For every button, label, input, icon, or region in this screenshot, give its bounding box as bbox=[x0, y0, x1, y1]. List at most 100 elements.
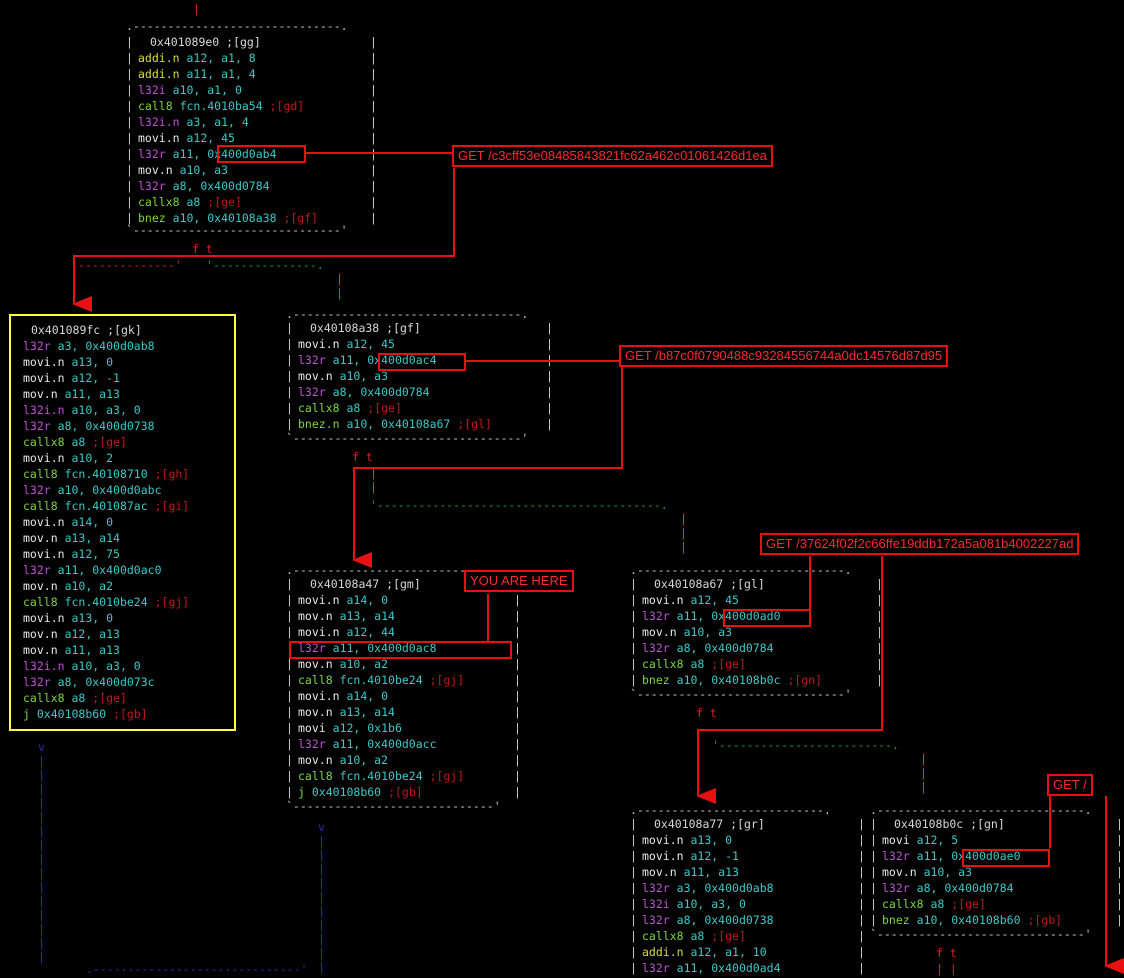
instruction-line[interactable]: call8 fcn.40108710 ;[gh] bbox=[23, 466, 189, 482]
instruction-line[interactable]: movi.n a10, 2 bbox=[23, 450, 113, 466]
graph-node-gl[interactable]: .------------------------------. `------… bbox=[630, 562, 883, 704]
instruction-line[interactable]: mov.n a10, a3 bbox=[138, 162, 228, 178]
instruction-line[interactable]: call8 fcn.4010be24 ;[gj] bbox=[23, 594, 189, 610]
instruction-line[interactable]: bnez a10, 0x40108b0c ;[gn] bbox=[642, 672, 822, 688]
true-edge-gl-down: | | | bbox=[920, 752, 927, 794]
instruction-line[interactable]: l32r a3, 0x400d0ab8 bbox=[642, 880, 774, 896]
instruction-line[interactable]: movi.n a14, 0 bbox=[298, 592, 388, 608]
instruction-line[interactable]: mov.n a10, a3 bbox=[298, 368, 388, 384]
instruction-line[interactable]: l32r a8, 0x400d0738 bbox=[642, 912, 774, 928]
node-border-bottom: `-----------------------------' bbox=[286, 799, 501, 813]
instruction-line[interactable]: call8 fcn.401087ac ;[gi] bbox=[23, 498, 189, 514]
instruction-line[interactable]: l32r a11, 0x400d0ac4 bbox=[298, 352, 437, 368]
instruction-line[interactable]: mov.n a13, a14 bbox=[298, 608, 395, 624]
instruction-line[interactable]: mov.n a13, a14 bbox=[23, 530, 120, 546]
instruction-line[interactable]: mov.n a10, a2 bbox=[298, 752, 388, 768]
instruction-line[interactable]: l32r a10, 0x400d0abc bbox=[23, 482, 162, 498]
instruction-line[interactable]: bnez a10, 0x40108a38 ;[gf] bbox=[138, 210, 318, 226]
graph-node-gf[interactable]: .---------------------------------. `---… bbox=[286, 306, 553, 448]
instruction-line[interactable]: movi.n a12, -1 bbox=[642, 848, 739, 864]
instruction-line[interactable]: callx8 a8 ;[ge] bbox=[23, 690, 127, 706]
node-header-address[interactable]: 0x40108a67 ;[gl] bbox=[654, 577, 765, 591]
instruction-line[interactable]: callx8 a8 ;[ge] bbox=[642, 656, 746, 672]
node-header-address[interactable]: 0x40108b0c ;[gn] bbox=[894, 817, 1005, 831]
instruction-line[interactable]: callx8 a8 ;[ge] bbox=[298, 400, 402, 416]
node-header-address[interactable]: 0x40108a47 ;[gm] bbox=[310, 577, 421, 591]
instruction-comment: ;[ge] bbox=[92, 435, 127, 449]
instruction-line[interactable]: callx8 a8 ;[ge] bbox=[642, 928, 746, 944]
instruction-line[interactable]: addi.n a12, a1, 10 bbox=[642, 944, 767, 960]
instruction-line[interactable]: addi.n a12, a1, 8 bbox=[138, 50, 256, 66]
instruction-line[interactable]: l32r a11, 0x400d0ac0 bbox=[23, 562, 162, 578]
instruction-line[interactable]: l32r a8, 0x400d0784 bbox=[642, 640, 774, 656]
instruction-line[interactable]: l32i.n a10, a3, 0 bbox=[23, 402, 141, 418]
instruction-line[interactable]: j 0x40108b60 ;[gb] bbox=[298, 784, 423, 800]
instruction-line[interactable]: callx8 a8 ;[ge] bbox=[138, 194, 242, 210]
instruction-line[interactable]: movi.n a13, 0 bbox=[642, 832, 732, 848]
instruction-line[interactable]: call8 fcn.4010ba54 ;[gd] bbox=[138, 98, 304, 114]
instruction-line[interactable]: l32r a11, 0x400d0ac8 bbox=[298, 640, 437, 656]
node-border-top: .------------------------------. bbox=[630, 563, 852, 577]
instruction-line[interactable]: l32r a11, 0x400d0ad4 bbox=[642, 960, 781, 976]
instruction-line[interactable]: l32r a11, 0x400d0acc bbox=[298, 736, 437, 752]
instruction-line[interactable]: movi.n a12, 75 bbox=[23, 546, 120, 562]
node-border-top: .-----------------------------. bbox=[286, 563, 501, 577]
instruction-line[interactable]: l32r a8, 0x400d0738 bbox=[23, 418, 155, 434]
instruction-line[interactable]: mov.n a11, a13 bbox=[23, 642, 120, 658]
instruction-line[interactable]: mov.n a10, a2 bbox=[23, 578, 113, 594]
instruction-line[interactable]: j 0x40108b60 ;[gb] bbox=[23, 706, 148, 722]
instruction-line[interactable]: call8 fcn.4010be24 ;[gj] bbox=[298, 768, 464, 784]
node-header-address[interactable]: 0x40108a38 ;[gf] bbox=[310, 321, 421, 335]
instruction-line[interactable]: mov.n a12, a13 bbox=[23, 626, 120, 642]
instruction-line[interactable]: l32i a10, a1, 0 bbox=[138, 82, 242, 98]
graph-node-gg[interactable]: .------------------------------. `------… bbox=[126, 18, 377, 240]
instruction-line[interactable]: mov.n a10, a3 bbox=[642, 624, 732, 640]
instruction-comment: ;[ge] bbox=[207, 195, 242, 209]
instruction-line[interactable]: movi.n a12, 44 bbox=[298, 624, 395, 640]
instruction-line[interactable]: movi a12, 5 bbox=[882, 832, 958, 848]
instruction-line[interactable]: callx8 a8 ;[ge] bbox=[23, 434, 127, 450]
instruction-line[interactable]: movi.n a13, 0 bbox=[23, 610, 113, 626]
instruction-line[interactable]: l32r a8, 0x400d0784 bbox=[138, 178, 270, 194]
instruction-mnemonic: mov.n bbox=[298, 369, 333, 383]
instruction-line[interactable]: addi.n a11, a1, 4 bbox=[138, 66, 256, 82]
graph-node-gm[interactable]: .-----------------------------. `-------… bbox=[286, 562, 521, 816]
instruction-line[interactable]: movi.n a12, 45 bbox=[138, 130, 235, 146]
instruction-line[interactable]: movi.n a14, 0 bbox=[23, 514, 113, 530]
instruction-line[interactable]: mov.n a11, a13 bbox=[23, 386, 120, 402]
instruction-line[interactable]: l32i a10, a3, 0 bbox=[642, 896, 746, 912]
node-header-address[interactable]: 0x401089fc ;[gk] bbox=[31, 323, 142, 337]
instruction-line[interactable]: movi.n a12, 45 bbox=[642, 592, 739, 608]
instruction-line[interactable]: bnez a10, 0x40108b60 ;[gb] bbox=[882, 912, 1062, 928]
graph-node-gn[interactable]: .------------------------------. `------… bbox=[870, 802, 1124, 944]
instruction-mnemonic: bnez bbox=[642, 673, 670, 687]
instruction-line[interactable]: callx8 a8 ;[ge] bbox=[882, 896, 986, 912]
node-border-side: | bbox=[876, 609, 883, 623]
instruction-line[interactable]: mov.n a10, a2 bbox=[298, 656, 388, 672]
instruction-line[interactable]: l32r a11, 0x400d0ab4 bbox=[138, 146, 277, 162]
node-header-address[interactable]: 0x401089e0 ;[gg] bbox=[150, 35, 261, 49]
node-header-address[interactable]: 0x40108a77 ;[gr] bbox=[654, 817, 765, 831]
instruction-mnemonic: l32i bbox=[138, 83, 166, 97]
instruction-line[interactable]: mov.n a10, a3 bbox=[882, 864, 972, 880]
instruction-line[interactable]: movi.n a12, -1 bbox=[23, 370, 120, 386]
instruction-line[interactable]: l32r a11, 0x400d0ad0 bbox=[642, 608, 781, 624]
instruction-line[interactable]: movi.n a12, 45 bbox=[298, 336, 395, 352]
instruction-line[interactable]: bnez.n a10, 0x40108a67 ;[gl] bbox=[298, 416, 492, 432]
instruction-line[interactable]: l32r a11, 0x400d0ae0 bbox=[882, 848, 1021, 864]
instruction-line[interactable]: l32r a8, 0x400d0784 bbox=[298, 384, 430, 400]
instruction-line[interactable]: movi.n a14, 0 bbox=[298, 688, 388, 704]
instruction-line[interactable]: mov.n a11, a13 bbox=[642, 864, 739, 880]
instruction-line[interactable]: mov.n a13, a14 bbox=[298, 704, 395, 720]
graph-node-gr[interactable]: .---------------------------. ||||||||||… bbox=[630, 802, 865, 978]
instruction-line[interactable]: l32r a8, 0x400d073c bbox=[23, 674, 155, 690]
instruction-line[interactable]: call8 fcn.4010be24 ;[gj] bbox=[298, 672, 464, 688]
instruction-line[interactable]: l32r a3, 0x400d0ab8 bbox=[23, 338, 155, 354]
instruction-mnemonic: mov.n bbox=[23, 579, 58, 593]
instruction-line[interactable]: movi.n a13, 0 bbox=[23, 354, 113, 370]
instruction-line[interactable]: l32r a8, 0x400d0784 bbox=[882, 880, 1014, 896]
instruction-line[interactable]: movi a12, 0x1b6 bbox=[298, 720, 402, 736]
instruction-line[interactable]: l32i.n a3, a1, 4 bbox=[138, 114, 249, 130]
instruction-line[interactable]: l32i.n a10, a3, 0 bbox=[23, 658, 141, 674]
